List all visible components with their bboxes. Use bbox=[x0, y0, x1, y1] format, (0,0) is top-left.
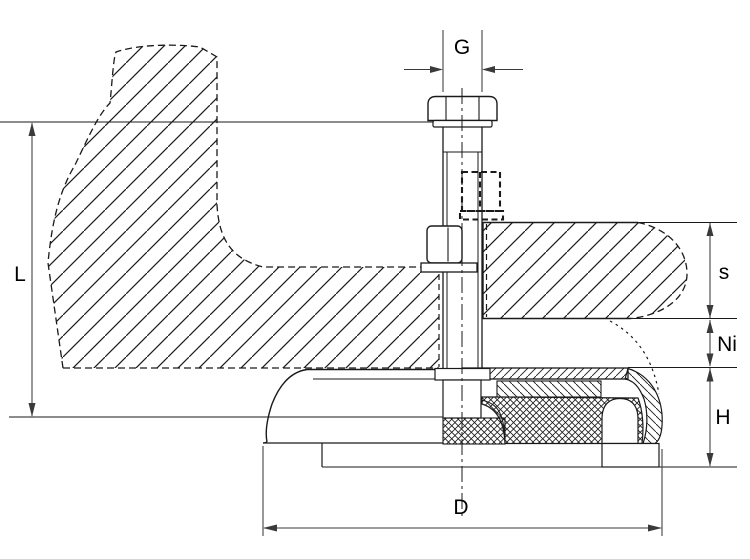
dimension-d: D bbox=[262, 446, 663, 536]
dimension-ni: Ni bbox=[706, 320, 737, 367]
machine-base-right-hatch bbox=[483, 222, 688, 319]
dimension-g: G bbox=[404, 30, 523, 92]
dimension-s: s bbox=[706, 223, 730, 318]
arrow-l-top bbox=[28, 122, 36, 136]
label-s: s bbox=[719, 261, 730, 284]
machine-base-left-outline bbox=[47, 44, 421, 369]
machine-base-right-solid-edges bbox=[482, 221, 638, 320]
arrow-ni-bottom bbox=[706, 353, 714, 367]
mount-foot-right-section bbox=[601, 442, 660, 468]
washer bbox=[420, 262, 478, 273]
mount-body bbox=[262, 367, 737, 468]
insert-flare-curve bbox=[480, 399, 506, 442]
machine-base-right-dashed-edge bbox=[630, 221, 688, 320]
label-l: L bbox=[14, 263, 26, 286]
arrow-s-top bbox=[706, 223, 714, 236]
machine-base-right bbox=[482, 221, 688, 395]
arrow-d-right bbox=[648, 524, 662, 532]
machine-base-left bbox=[47, 44, 440, 369]
levelling-bolt bbox=[420, 88, 506, 517]
label-ni: Ni bbox=[717, 333, 737, 356]
arrow-d-left bbox=[263, 524, 277, 532]
arrow-h-top bbox=[706, 368, 714, 382]
reference-lines bbox=[0, 121, 737, 418]
arrow-s-bottom bbox=[706, 305, 714, 318]
machine-base-left-hatch bbox=[48, 45, 439, 368]
mount-dome-exterior bbox=[265, 368, 308, 443]
label-h: H bbox=[715, 406, 730, 429]
label-g: G bbox=[454, 36, 470, 59]
arrow-h-bottom bbox=[706, 453, 714, 467]
rubber-element-section bbox=[481, 396, 644, 445]
dimension-l: L bbox=[14, 122, 36, 417]
mount-skirt-section bbox=[624, 367, 663, 445]
label-d: D bbox=[453, 496, 468, 519]
mount-rim-left-corner bbox=[262, 441, 268, 444]
rubber-under-insert bbox=[442, 417, 506, 445]
arrow-ni-top bbox=[706, 320, 714, 333]
arrow-g-left bbox=[430, 66, 443, 73]
dimension-h: H bbox=[706, 368, 731, 467]
arrow-l-bottom bbox=[28, 403, 36, 417]
mount-inner-plate-section bbox=[496, 380, 602, 398]
arrow-g-right bbox=[482, 66, 495, 73]
lock-nut bbox=[426, 225, 463, 264]
